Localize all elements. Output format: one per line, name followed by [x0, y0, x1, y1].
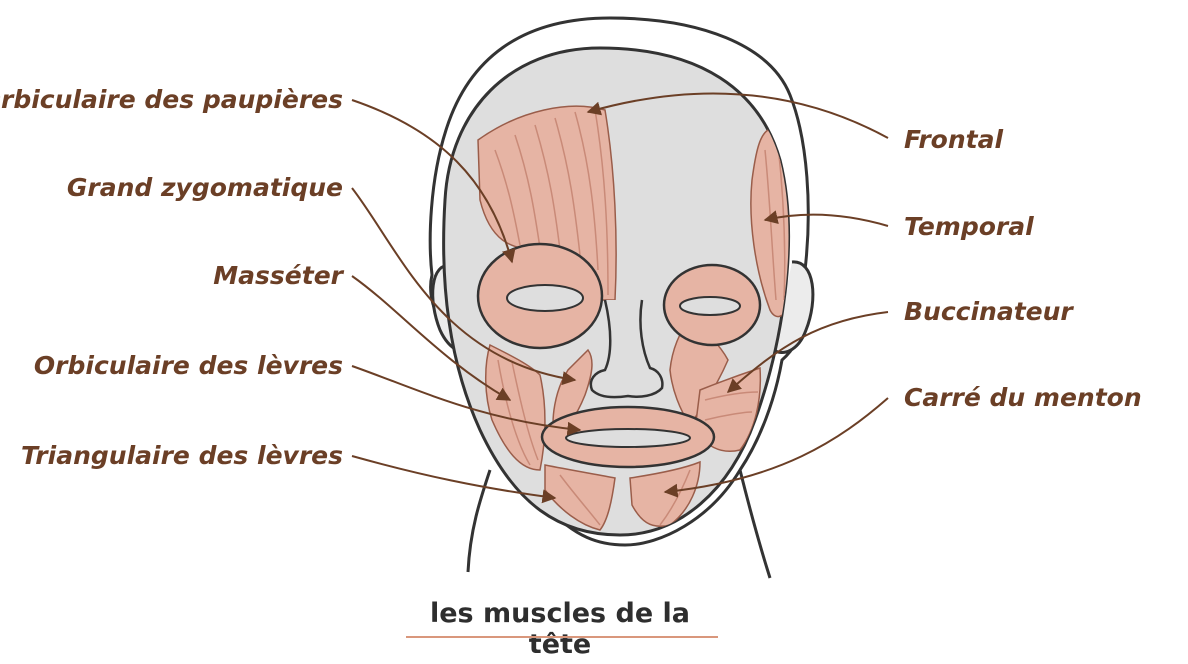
leader-frontal — [586, 92, 889, 139]
leader-triangulaire-levres — [351, 455, 557, 504]
leader-buccinateur — [726, 311, 889, 393]
leader-carre-du-menton — [663, 397, 889, 498]
label-grand-zygomatique: Grand zygomatique — [67, 173, 343, 202]
neck-left — [466, 469, 492, 573]
leader-masseter — [351, 275, 512, 401]
leader-temporal — [763, 210, 889, 227]
ear-right — [773, 260, 815, 354]
eye-left — [506, 284, 584, 312]
eye-right — [679, 296, 741, 316]
muscle-triangulaire — [544, 464, 616, 531]
caption-underline — [406, 636, 718, 638]
leader-grand-zygomatique — [351, 187, 577, 386]
nose — [589, 299, 664, 399]
mouth — [565, 428, 691, 448]
caption: les muscles de la tête — [429, 598, 691, 660]
label-orbiculaire-paupieres: Orbiculaire des paupières — [0, 85, 343, 114]
label-buccinateur: Buccinateur — [904, 297, 1074, 326]
leader-orbiculaire-paupieres — [351, 99, 516, 264]
label-triangulaire-levres: Triangulaire des lèvres — [21, 441, 343, 470]
label-carre-du-menton: Carré du menton — [904, 383, 1142, 412]
label-temporal: Temporal — [904, 212, 1034, 241]
label-masseter: Masséter — [213, 261, 344, 290]
leader-orbiculaire-levres — [351, 365, 582, 436]
label-frontal: Frontal — [904, 125, 1003, 154]
label-orbiculaire-levres: Orbiculaire des lèvres — [34, 351, 343, 380]
neck-right — [738, 469, 772, 579]
